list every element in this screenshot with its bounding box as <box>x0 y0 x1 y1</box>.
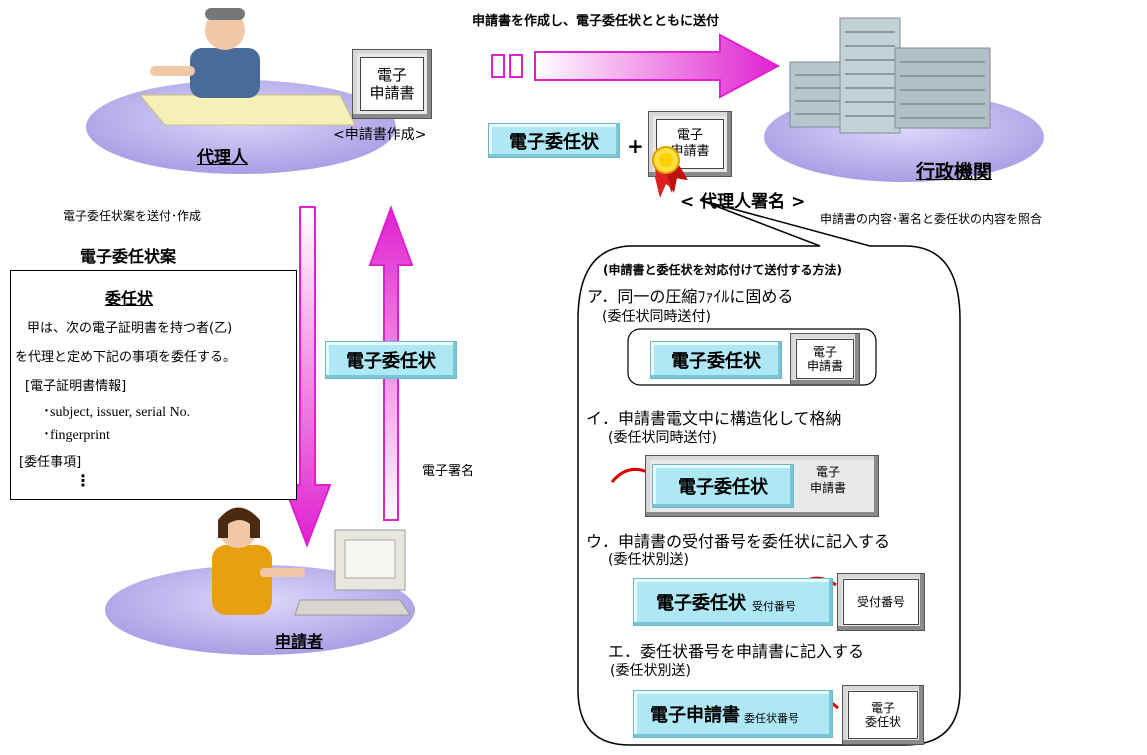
method-i-title: イ．申請書電文中に構造化して格納 <box>586 409 842 428</box>
method-a-doc: 電子申請書 <box>790 333 860 385</box>
agent-figure-icon <box>138 8 356 126</box>
plus-sign: + <box>627 134 644 158</box>
method-i-doc-line1: 電子 <box>816 465 841 479</box>
top-send-arrow <box>491 33 781 99</box>
draft-title: 電子委任状案 <box>80 247 177 266</box>
agent-label: 代理人 <box>197 148 248 168</box>
applicant-label: 申請者 <box>275 632 324 651</box>
method-e-small: 委任状番号 <box>744 712 799 725</box>
top-caption: 申請書を作成し、電子委任状とともに送付 <box>472 14 720 29</box>
draft-proxy-document: 委任状 甲は、次の電子証明書を持つ者(乙) を代理と定め下記の事項を委任する。 … <box>10 270 297 500</box>
method-u-sub: (委任状別送) <box>608 552 689 568</box>
method-i-sub: (委任状同時送付) <box>608 430 717 446</box>
create-label: <申請書作成> <box>333 127 427 143</box>
method-i-chip: 電子委任状 <box>652 464 794 508</box>
signed-doc-line1: 電子 <box>676 128 703 144</box>
admin-caption: 申請書の内容･署名と委任状の内容を照合 <box>820 212 1043 226</box>
down-arrow <box>282 206 332 548</box>
agent-sign-label: < 代理人署名 > <box>680 192 806 212</box>
method-e-sub: (委任状別送) <box>610 663 691 679</box>
method-e-doc: 電子委任状 <box>842 685 924 745</box>
method-i-frame: 電子委任状 電子申請書 <box>645 455 879 517</box>
method-e-doc-line2: 委任状 <box>864 715 901 729</box>
e-proxy-chip: 電子委任状 <box>488 123 620 158</box>
signed-doc-line2: 申請書 <box>670 144 710 159</box>
e-signature-label: 電子署名 <box>422 464 475 479</box>
draft-line1: 甲は、次の電子証明書を持つ者(乙) <box>27 321 233 336</box>
left-caption: 電子委任状案を送付･作成 <box>63 209 202 223</box>
draft-line3: [電子証明書情報] <box>25 379 127 394</box>
method-i-doc-line2: 申請書 <box>810 480 847 495</box>
method-u-chip: 電子委任状 受付番号 <box>633 578 833 626</box>
method-a-title: ア．同一の圧縮ﾌｧｲﾙに固める <box>587 287 794 306</box>
applicant-figure-icon <box>212 507 411 616</box>
methods-title: (申請書と委任状を対応付けて送付する方法) <box>603 263 842 277</box>
seal-front-icon <box>652 146 688 197</box>
method-e-chip: 電子申請書 委任状番号 <box>633 690 833 738</box>
method-a-doc-line1: 電子 <box>812 344 837 359</box>
admin-label: 行政機関 <box>916 161 993 183</box>
method-e-title: エ．委任状番号を申請書に記入する <box>608 642 865 661</box>
method-a-chip: 電子委任状 <box>650 341 782 379</box>
building-icon <box>789 17 991 134</box>
agent-doc-line2: 申請書 <box>369 84 415 102</box>
method-i-doc: 電子申請書 <box>810 465 846 496</box>
draft-heading: 委任状 <box>105 289 154 308</box>
method-u-chip-label: 電子委任状 <box>656 593 746 614</box>
method-u-title: ウ．申請書の受付番号を委任状に記入する <box>586 532 891 551</box>
method-a-sub: (委任状同時送付) <box>602 309 711 325</box>
method-u-number-box: 受付番号 <box>837 573 925 631</box>
method-u-small: 受付番号 <box>752 600 796 613</box>
draft-line2: を代理と定め下記の事項を委任する。 <box>15 350 237 365</box>
middle-e-proxy-chip: 電子委任状 <box>325 341 457 379</box>
agent-e-application: 電子申請書 <box>352 49 432 119</box>
method-e-doc-line1: 電子 <box>870 700 895 715</box>
method-u-number: 受付番号 <box>843 579 919 625</box>
draft-line7: ⋮ <box>75 471 91 490</box>
draft-line4: ･subject, issuer, serial No. <box>43 405 191 420</box>
method-a-doc-line2: 申請書 <box>806 359 843 373</box>
draft-line5: ･fingerprint <box>43 428 110 443</box>
agent-doc-line1: 電子 <box>376 66 407 84</box>
draft-line6: [委任事項] <box>19 455 82 470</box>
method-e-chip-label: 電子申請書 <box>650 705 740 726</box>
